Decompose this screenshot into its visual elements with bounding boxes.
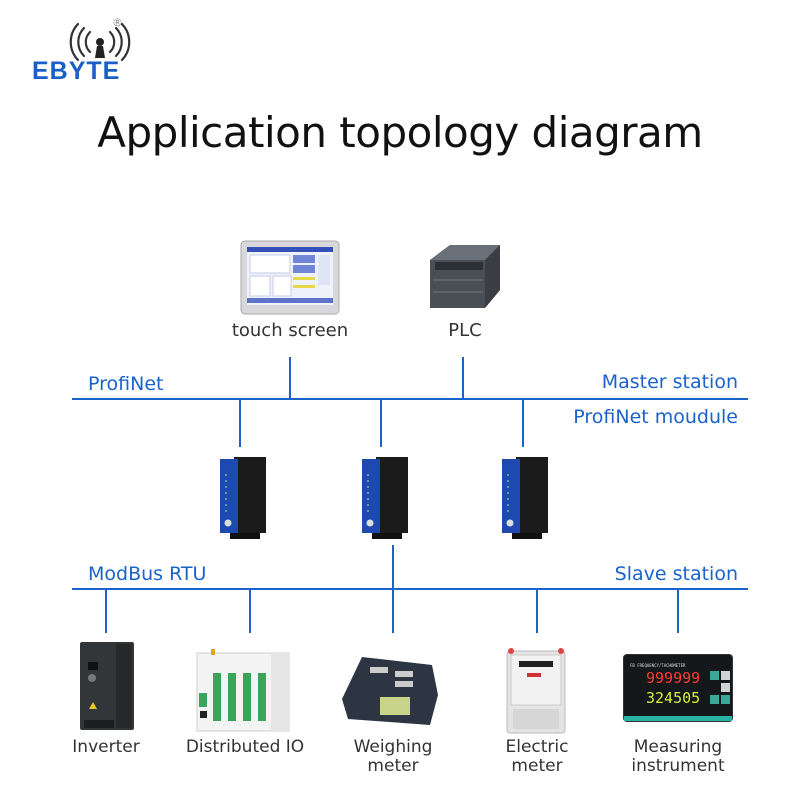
- distributed-io-icon: [196, 649, 290, 732]
- instrument-display-bottom: 324505: [646, 689, 701, 707]
- touch-screen-icon: [240, 240, 340, 315]
- slave-station-label: Slave station: [614, 563, 738, 585]
- electric-meter-icon: [506, 648, 566, 734]
- master-station-label: Master station: [601, 371, 738, 393]
- electric-meter-label: Electric meter: [477, 738, 597, 776]
- weighing-meter-icon: [342, 657, 438, 725]
- weighing-meter-label-line2: meter: [367, 756, 419, 776]
- instrument-display-top: 999999: [646, 669, 701, 687]
- profinet-label: ProfiNet: [88, 373, 164, 395]
- brand-logo-text: EBYTE: [32, 57, 121, 85]
- modbus-rtu-label: ModBus RTU: [88, 563, 207, 585]
- measuring-instrument-label-line1: Measuring: [633, 737, 723, 757]
- page-title: Application topology diagram: [97, 108, 703, 157]
- distributed-io-label: Distributed IO: [185, 737, 305, 757]
- profinet-module-1-icon: [220, 457, 266, 539]
- touch-screen-label: touch screen: [231, 320, 349, 341]
- profinet-module-3-icon: [502, 457, 548, 539]
- measuring-instrument-label-line2: instrument: [631, 756, 725, 776]
- weighing-meter-label-line1: Weighing: [353, 737, 433, 757]
- inverter-icon: [80, 642, 134, 730]
- weighing-meter-label: Weighing meter: [333, 738, 453, 776]
- plc-label: PLC: [448, 320, 482, 341]
- electric-meter-label-line1: Electric: [505, 737, 569, 757]
- registered-mark: ®: [112, 16, 123, 29]
- profinet-module-2-icon: [362, 457, 408, 539]
- measuring-instrument-icon: FB FREQUENCY/TACHOMETER 999999 324505: [624, 655, 732, 721]
- ebyte-signal-logo-icon: [69, 22, 131, 62]
- plc-icon: [430, 245, 500, 308]
- instrument-panel-title: FB FREQUENCY/TACHOMETER: [630, 663, 686, 668]
- measuring-instrument-label: Measuring instrument: [618, 738, 738, 776]
- electric-meter-label-line2: meter: [511, 756, 563, 776]
- profinet-module-label: ProfiNet moudule: [573, 406, 738, 428]
- inverter-label: Inverter: [72, 737, 140, 757]
